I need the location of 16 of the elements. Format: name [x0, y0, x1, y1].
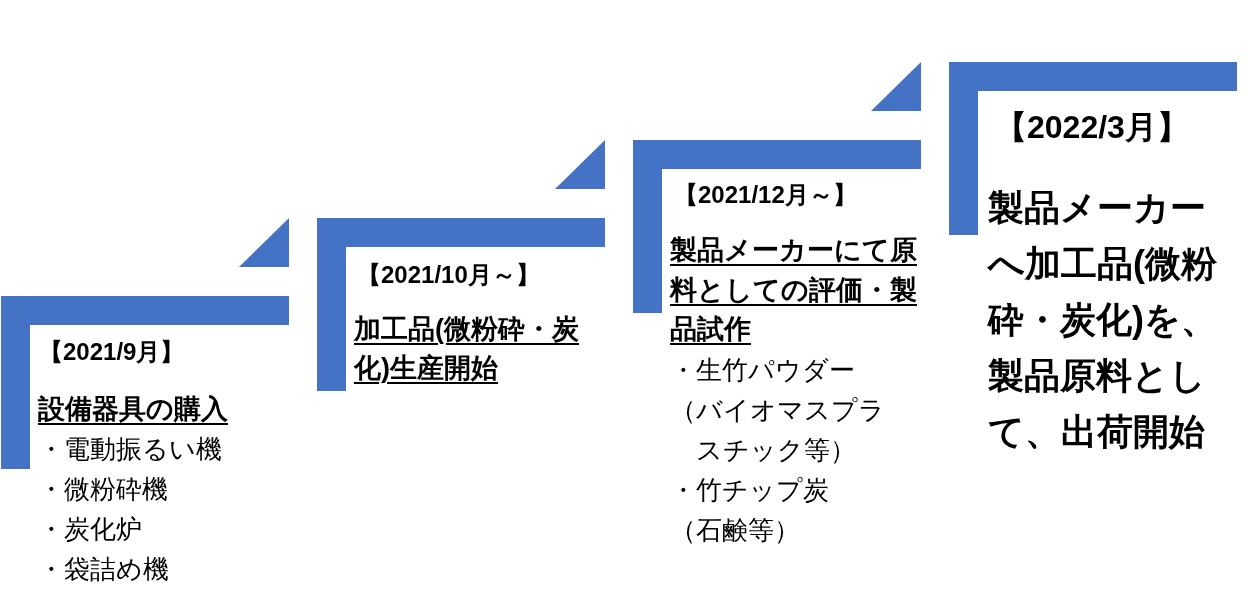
- date-label: 【2022/3月】: [995, 108, 1189, 147]
- step-heading: 製品メーカーにて原料としての評価・製品試作: [670, 234, 918, 346]
- list-item: ・電動振るい機: [38, 433, 223, 466]
- list-item: （石鹸等）: [670, 514, 801, 547]
- date-label: 【2021/10月～】: [357, 260, 540, 290]
- date-label: 【2021/9月】: [39, 337, 185, 367]
- list-item: ・微粉砕機: [38, 473, 169, 506]
- date-label: 【2021/12月～】: [674, 180, 857, 210]
- list-item: （バイオマスプラスチック等）: [670, 394, 886, 467]
- list-item: ・炭化炉: [38, 513, 143, 546]
- list-item: ・袋詰め機: [38, 553, 170, 586]
- step-heading: 加工品(微粉砕・炭化)生産開始: [354, 313, 580, 385]
- list-item: ・生竹パウダー: [670, 354, 856, 387]
- step-description: 製品メーカーへ加工品(微粉砕・炭化)を、製品原料として、出荷開始: [988, 186, 1218, 454]
- step-heading: 設備器具の購入: [38, 393, 229, 426]
- list-item: ・竹チップ炭: [670, 474, 830, 507]
